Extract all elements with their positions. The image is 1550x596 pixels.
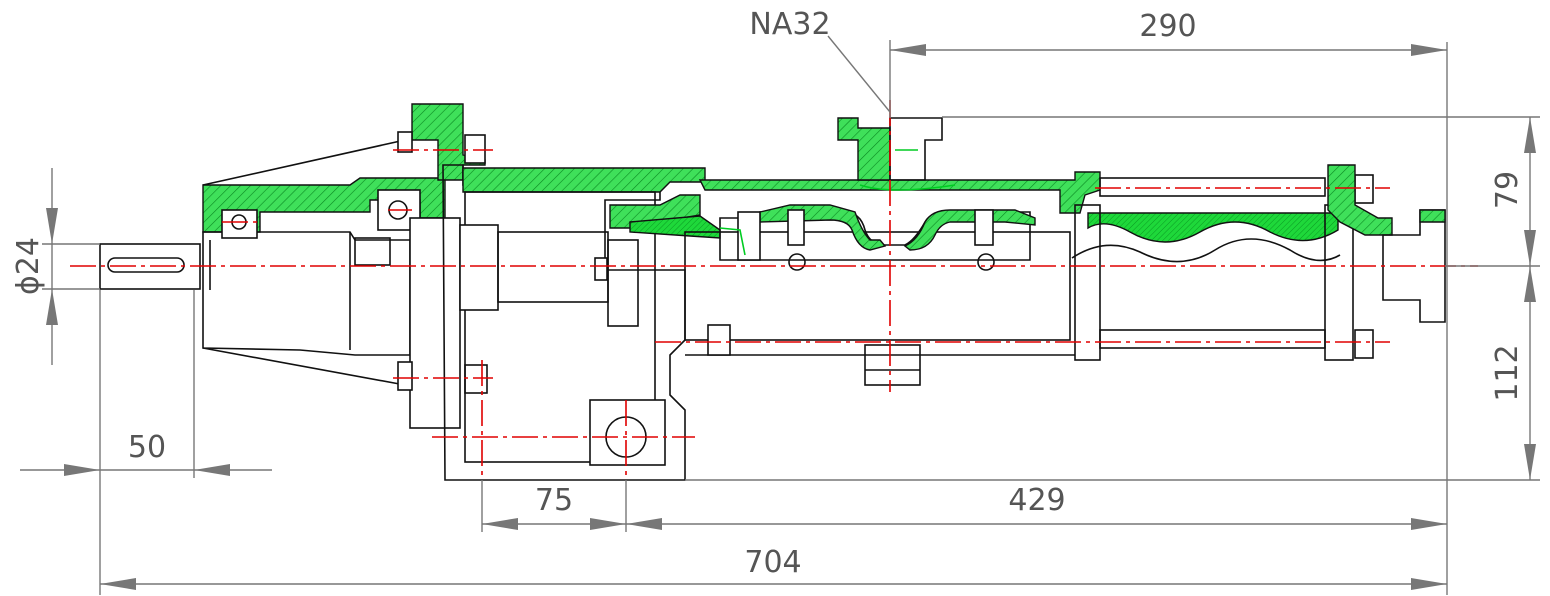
flange-plate xyxy=(409,217,461,429)
bearing-left xyxy=(221,209,258,239)
seal-housing xyxy=(609,194,701,229)
tie-rod-bottom xyxy=(1099,329,1326,349)
bearing-callout: NA32 xyxy=(749,7,830,42)
dim-shaft-diameter: ϕ24 xyxy=(11,237,46,295)
tie-rod-top xyxy=(1099,177,1326,197)
rotor-wave xyxy=(1071,238,1341,263)
dim-height-top: 79 xyxy=(1490,171,1525,209)
suction-barrel xyxy=(684,231,1071,341)
pump-barrel xyxy=(698,171,1101,214)
dim-shaft-length: 50 xyxy=(128,430,166,465)
machine-body xyxy=(99,103,1446,481)
dim-top-length: 290 xyxy=(1139,9,1196,44)
end-cap xyxy=(1327,164,1393,236)
bearing-housing-body xyxy=(202,231,411,356)
dim-pump-length: 429 xyxy=(1008,483,1065,518)
suction-port xyxy=(837,117,891,181)
dim-height-bottom: 112 xyxy=(1490,344,1525,401)
dimensions: 704 50 75 429 290 NA32 ϕ24 xyxy=(11,7,1540,595)
dim-overall-length: 704 xyxy=(744,545,801,580)
support-foot xyxy=(864,344,921,386)
dim-mount-offset: 75 xyxy=(535,483,573,518)
center-lines xyxy=(70,100,1478,480)
casing-top-wall xyxy=(462,167,706,193)
shaft-keyway xyxy=(107,257,185,273)
stator-sleeve xyxy=(1087,212,1339,243)
